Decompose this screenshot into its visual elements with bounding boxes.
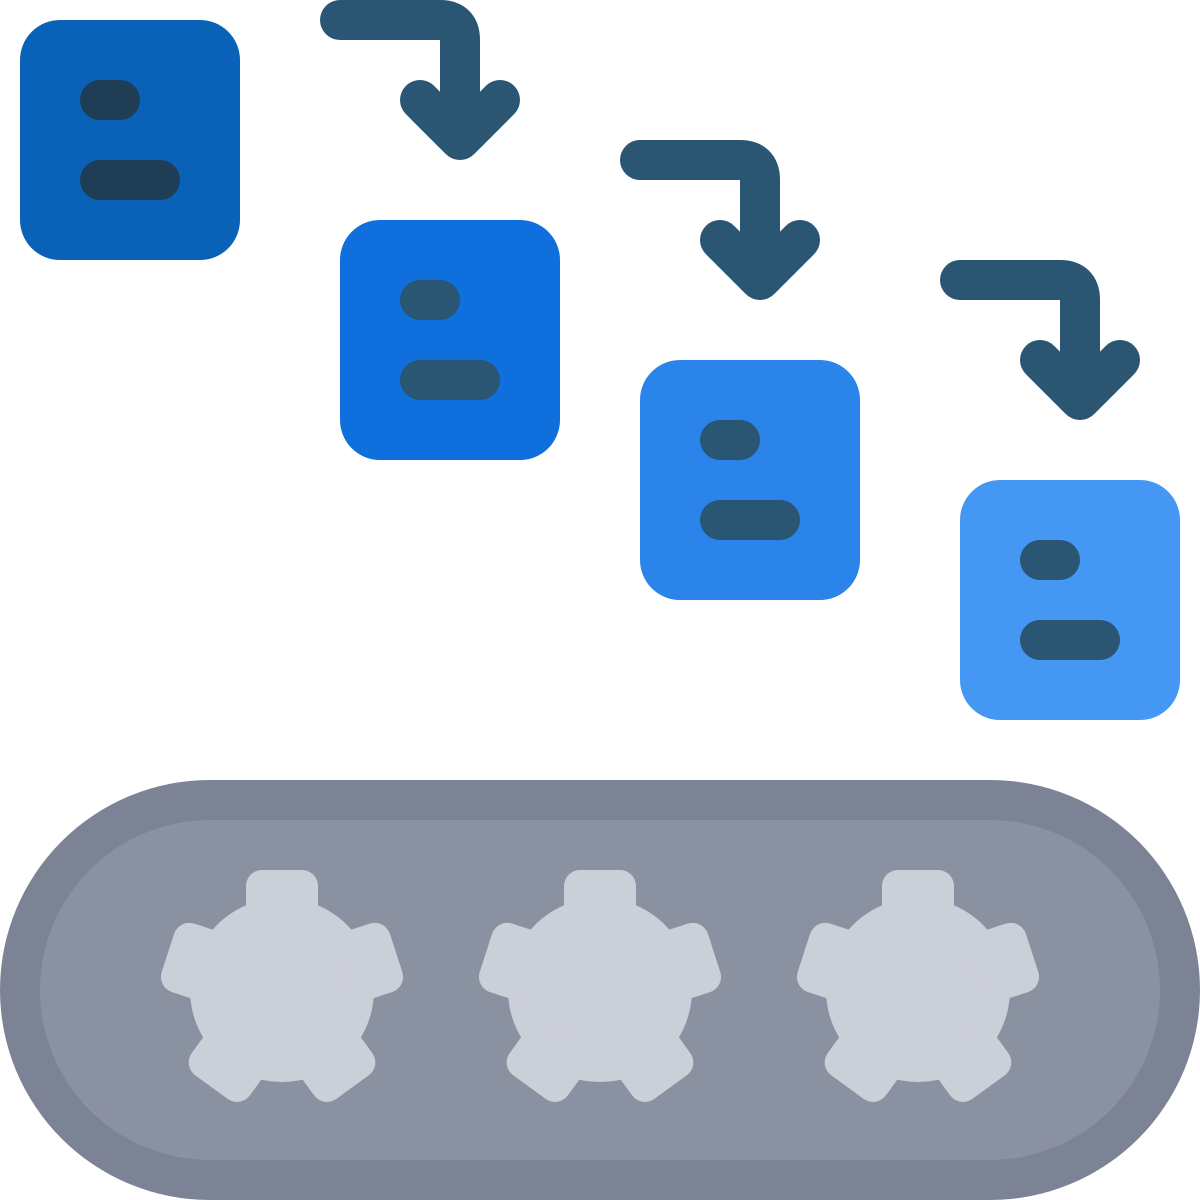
turn-down-arrow-icon <box>320 0 520 160</box>
document-icon <box>640 360 860 600</box>
document-icon <box>340 220 560 460</box>
turn-down-arrow-icon <box>940 260 1140 420</box>
turn-down-arrow-icon <box>620 140 820 300</box>
document-icon <box>960 480 1180 720</box>
document-icon <box>20 20 240 260</box>
